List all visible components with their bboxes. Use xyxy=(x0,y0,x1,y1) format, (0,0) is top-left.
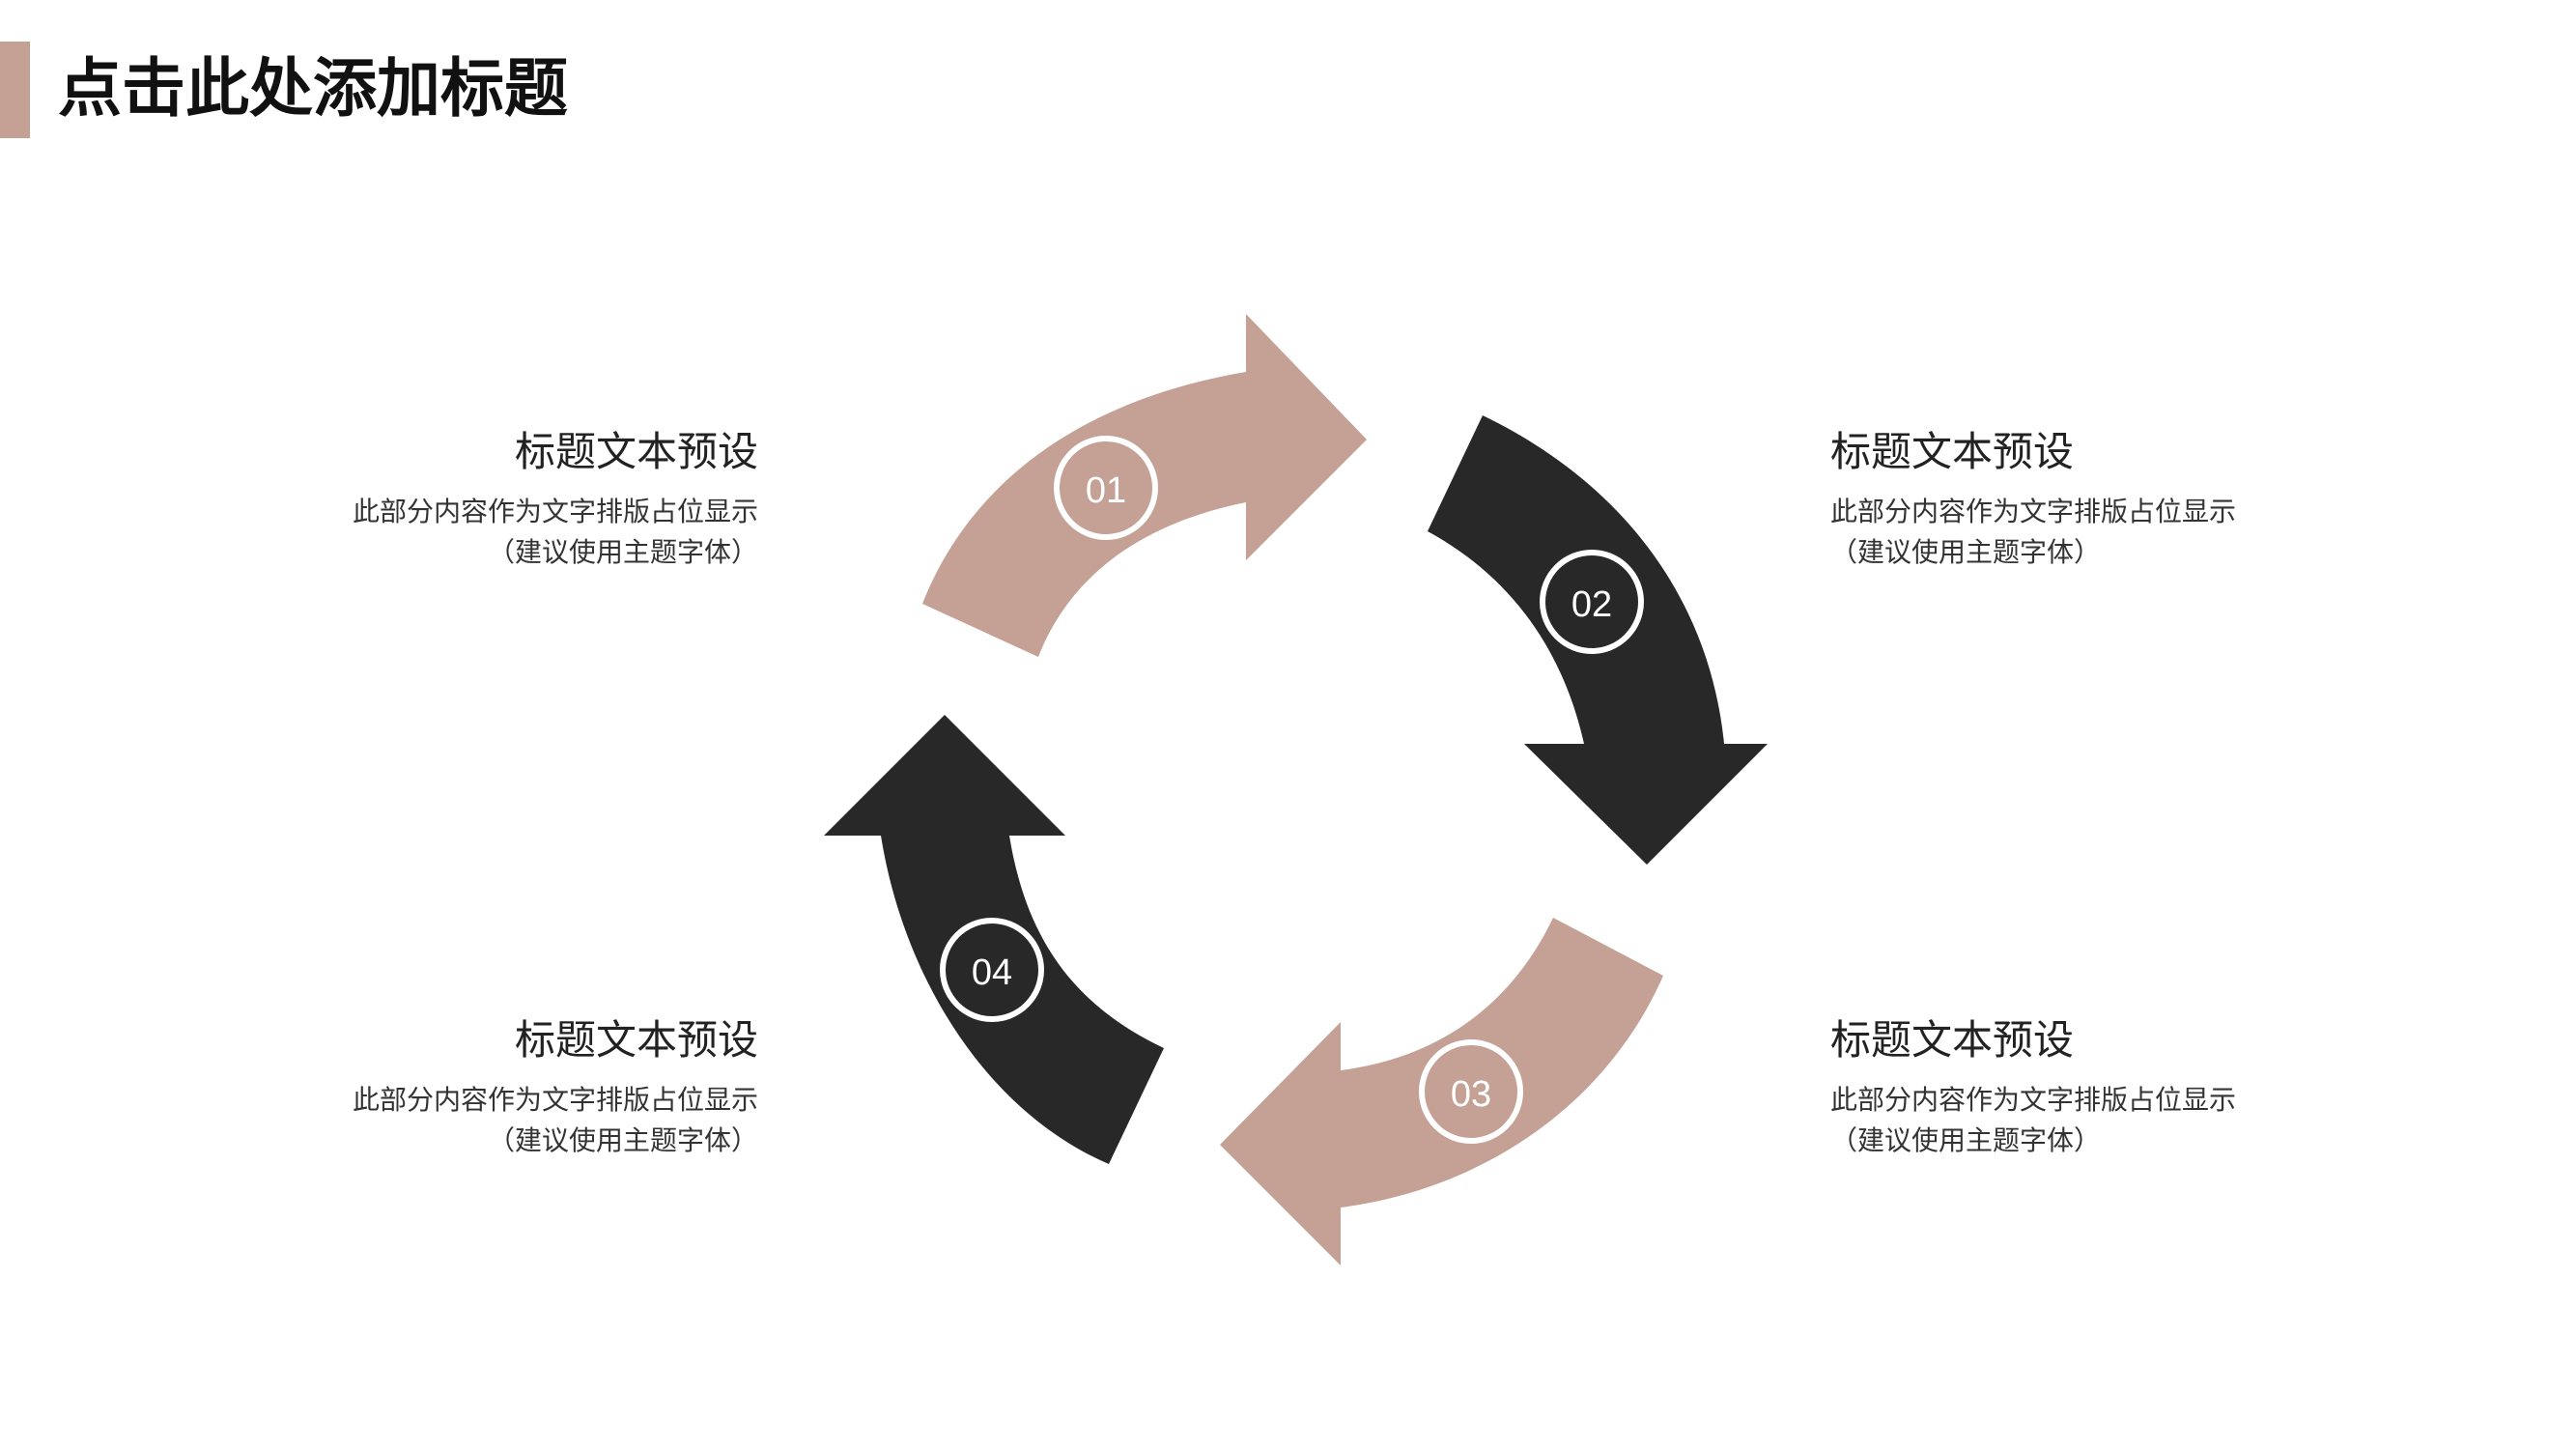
step-body-01-line1: 此部分内容作为文字排版占位显示 xyxy=(352,496,758,528)
step-label-01: 标题文本预设 此部分内容作为文字排版占位显示 （建议使用主题字体） xyxy=(295,428,758,573)
step-number-02: 02 xyxy=(1571,584,1612,625)
step-body-03-line1: 此部分内容作为文字排版占位显示 xyxy=(1830,1084,2237,1117)
step-number-ring-04 xyxy=(940,918,1044,1022)
step-number-04: 04 xyxy=(972,952,1012,993)
step-number-01: 01 xyxy=(1086,470,1126,511)
step-number-ring-03 xyxy=(1419,1039,1523,1144)
step-body-01: 此部分内容作为文字排版占位显示 （建议使用主题字体） xyxy=(295,492,758,573)
step-body-03-line2: （建议使用主题字体） xyxy=(1830,1124,2102,1157)
step-number-03: 03 xyxy=(1451,1074,1491,1115)
step-body-02-line2: （建议使用主题字体） xyxy=(1830,536,2102,569)
cycle-arrow-04 xyxy=(824,715,1164,1164)
page-title: 点击此处添加标题 xyxy=(58,51,568,126)
step-heading-04: 标题文本预设 xyxy=(514,1016,758,1064)
step-body-04: 此部分内容作为文字排版占位显示 （建议使用主题字体） xyxy=(295,1080,758,1161)
title-accent-bar xyxy=(0,42,30,138)
step-heading-03: 标题文本预设 xyxy=(1830,1016,2075,1064)
step-body-04-line2: （建议使用主题字体） xyxy=(487,1124,758,1157)
cycle-arrow-03 xyxy=(1220,918,1663,1265)
step-body-04-line1: 此部分内容作为文字排版占位显示 xyxy=(352,1084,758,1117)
step-body-03: 此部分内容作为文字排版占位显示 （建议使用主题字体） xyxy=(1830,1080,2294,1161)
step-body-01-line2: （建议使用主题字体） xyxy=(487,536,758,569)
step-heading-01: 标题文本预设 xyxy=(514,428,758,475)
step-number-ring-01 xyxy=(1054,436,1158,540)
step-body-02-line1: 此部分内容作为文字排版占位显示 xyxy=(1830,496,2237,528)
step-heading-02: 标题文本预设 xyxy=(1830,428,2075,475)
cycle-arrow-01 xyxy=(922,314,1367,657)
cycle-arrow-02 xyxy=(1428,415,1768,865)
step-label-03: 标题文本预设 此部分内容作为文字排版占位显示 （建议使用主题字体） xyxy=(1830,1016,2294,1161)
step-label-04: 标题文本预设 此部分内容作为文字排版占位显示 （建议使用主题字体） xyxy=(295,1016,758,1161)
step-body-02: 此部分内容作为文字排版占位显示 （建议使用主题字体） xyxy=(1830,492,2294,573)
step-label-02: 标题文本预设 此部分内容作为文字排版占位显示 （建议使用主题字体） xyxy=(1830,428,2294,573)
step-number-ring-02 xyxy=(1540,550,1644,654)
